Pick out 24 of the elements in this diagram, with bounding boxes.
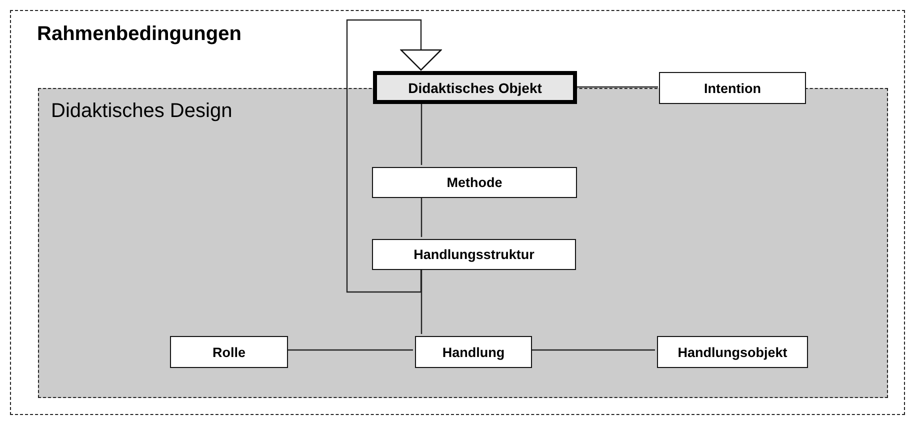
process-box: [170, 336, 288, 368]
connector-line: [576, 86, 658, 88]
process-box: [657, 336, 808, 368]
process-box: [415, 336, 532, 368]
region-title: Didaktisches Design: [51, 100, 232, 123]
frame-region: [10, 10, 905, 415]
box-label: Intention: [704, 80, 761, 96]
region-title: Rahmenbedingungen: [37, 23, 242, 46]
arrow: [346, 19, 442, 293]
box-label: Handlung: [442, 344, 505, 360]
connector-line: [530, 349, 655, 351]
box-label: Handlungsstruktur: [414, 247, 534, 262]
process-box: [372, 239, 576, 270]
process-box: [372, 167, 577, 198]
connector-line: [286, 349, 413, 351]
connector-line: [420, 196, 422, 237]
box-label: Handlungsobjekt: [678, 344, 788, 360]
process-box: [659, 72, 806, 104]
connector-line: [420, 103, 422, 165]
box-label: Rolle: [212, 344, 246, 360]
box-label: Didaktisches Objekt: [408, 80, 542, 96]
process-box: [373, 71, 577, 104]
connector-line: [420, 268, 422, 334]
box-label: Methode: [446, 175, 502, 190]
